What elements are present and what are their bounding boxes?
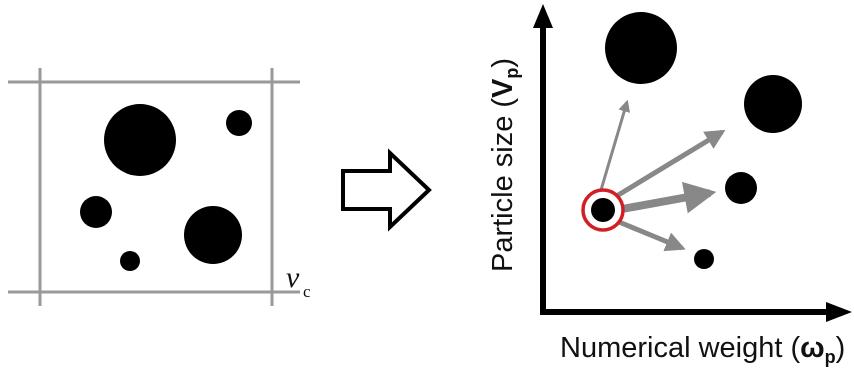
cell-particle-medium <box>184 206 242 264</box>
y-axis-arrow-icon <box>533 4 553 28</box>
split-arrow-to-medium <box>621 181 717 214</box>
cell-particle-tiny <box>120 251 140 271</box>
split-arrow-to-small <box>618 219 686 252</box>
transition-arrow-icon <box>341 148 432 232</box>
y-axis-title: Particle size (Vp) <box>487 58 522 272</box>
weight-size-plot: Particle size (Vp) Numerical weight (ωp) <box>487 4 852 367</box>
cell-particle-small-left <box>80 196 112 228</box>
result-particle-medium-large <box>744 75 802 133</box>
x-axis-arrow-icon <box>826 302 852 322</box>
computational-cell: v c <box>8 68 311 306</box>
cell-label: v <box>286 261 300 294</box>
result-particle-medium <box>725 172 757 204</box>
split-arrow-to-large <box>599 99 631 191</box>
result-particle-large <box>605 12 677 84</box>
split-arrow-to-medium-large <box>613 129 726 200</box>
x-axis-title: Numerical weight (ωp) <box>560 332 845 367</box>
result-particle-small <box>694 249 714 269</box>
cell-particle-small-top-right <box>226 110 252 136</box>
source-particle <box>591 198 615 222</box>
cell-particle-large <box>104 104 176 176</box>
cell-label-subscript: c <box>303 282 311 301</box>
